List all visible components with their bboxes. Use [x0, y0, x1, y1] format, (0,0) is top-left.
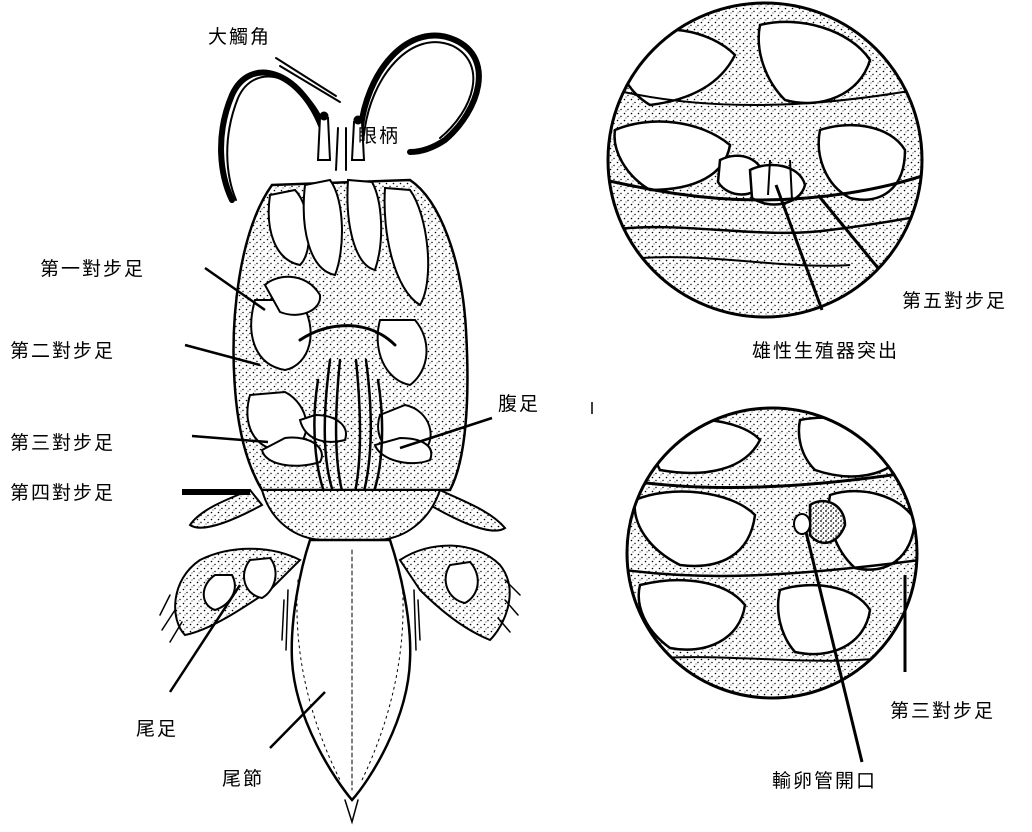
label-leg3-main: 第三對步足 — [10, 432, 115, 454]
label-leg5: 第五對步足 — [902, 290, 1007, 312]
label-leg4: 第四對步足 — [10, 482, 115, 504]
inset-male — [600, 0, 930, 320]
abdomen-base — [262, 490, 440, 540]
label-antenna: 大觸角 — [208, 26, 271, 48]
label-male-organ: 雄性生殖器突出 — [752, 340, 899, 362]
shrimp-ventral-view — [160, 36, 520, 822]
telson — [292, 540, 410, 800]
oviduct-opening-dot — [794, 514, 810, 534]
antennae — [221, 36, 479, 200]
label-leg3-inset: 第三對步足 — [890, 700, 995, 722]
label-oviduct: 輸卵管開口 — [772, 770, 877, 792]
label-eyestalk: 眼柄 — [358, 125, 400, 147]
label-pleopod: 腹足 — [498, 393, 540, 415]
label-uropod: 尾足 — [136, 718, 178, 740]
label-telson: 尾節 — [222, 768, 264, 790]
inset-female — [620, 400, 930, 762]
label-leg1: 第一對步足 — [40, 258, 145, 280]
label-leg2: 第二對步足 — [10, 340, 115, 362]
